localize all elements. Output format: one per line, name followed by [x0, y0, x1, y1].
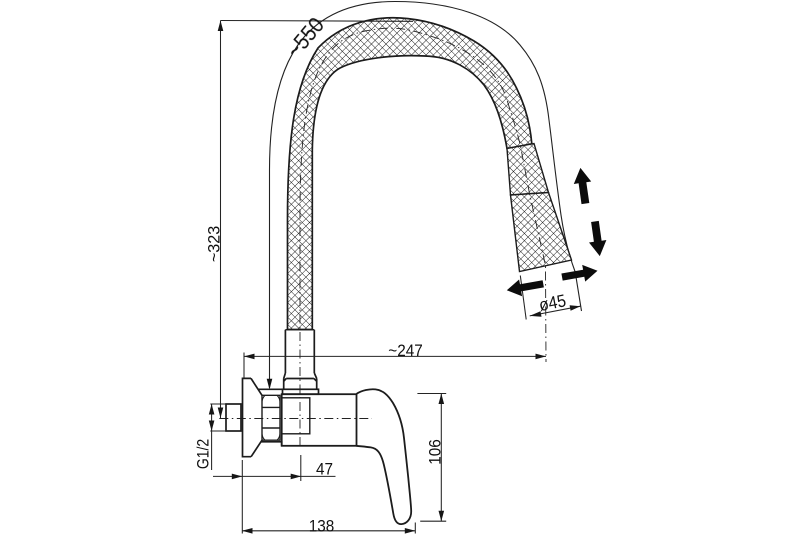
svg-text:106: 106	[426, 439, 445, 465]
svg-text:47: 47	[316, 460, 333, 479]
svg-text:138: 138	[309, 517, 335, 534]
svg-text:~247: ~247	[388, 341, 422, 360]
svg-text:~323: ~323	[204, 226, 223, 262]
svg-text:G1/2: G1/2	[194, 439, 212, 469]
